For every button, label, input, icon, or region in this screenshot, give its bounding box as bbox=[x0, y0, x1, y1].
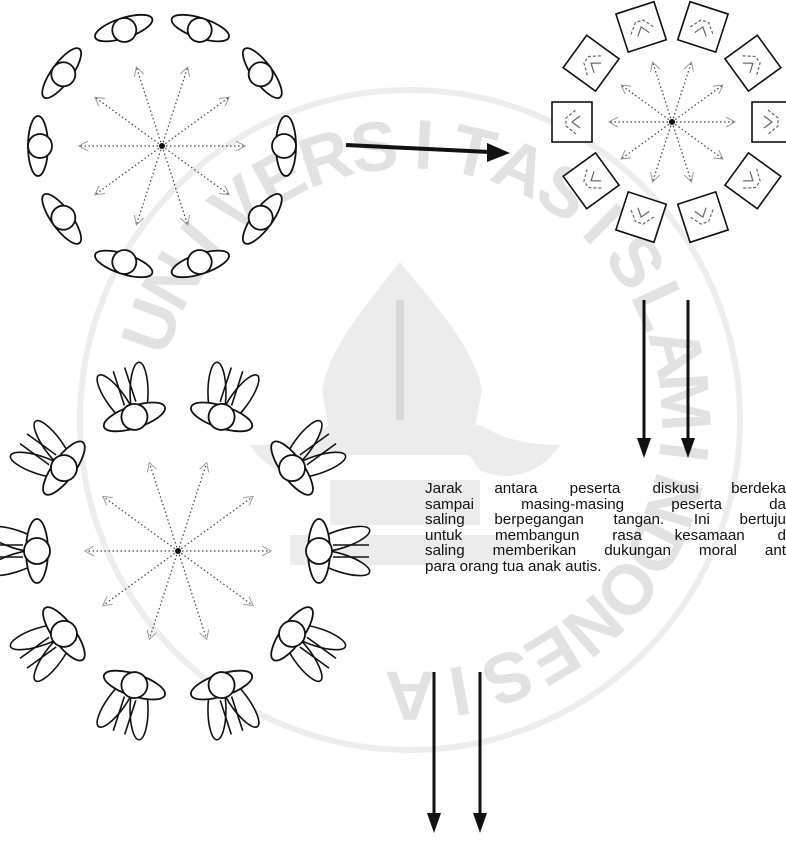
hand-holding-person-icon bbox=[88, 356, 169, 439]
caption-line: saling berpegangan tangan. Ini bertuju bbox=[425, 512, 786, 528]
svg-text:I: I bbox=[443, 651, 476, 731]
caption-paragraph: Jarak antara peserta diskusi berdeka sam… bbox=[425, 481, 786, 575]
hand-holding-person-icon bbox=[263, 600, 354, 691]
svg-text:I: I bbox=[412, 105, 435, 184]
standing-person-square-icon bbox=[552, 102, 592, 142]
standing-person-square-icon bbox=[725, 35, 781, 91]
standing-person-square-icon bbox=[752, 102, 786, 142]
hand-holding-person-icon bbox=[2, 600, 93, 691]
standing-person-square-icon bbox=[725, 153, 781, 209]
hand-holding-person-icon bbox=[88, 663, 169, 746]
standing-person-square-icon bbox=[678, 2, 728, 52]
caption-line: sampai masing-masing peserta da bbox=[425, 497, 786, 513]
hand-holding-person-icon bbox=[187, 356, 268, 439]
hand-holding-person-icon bbox=[0, 519, 50, 583]
standing-person-square-icon bbox=[563, 35, 619, 91]
seated-person-icon bbox=[28, 116, 52, 176]
seated-person-icon bbox=[233, 43, 288, 106]
caption-line: Jarak antara peserta diskusi berdeka bbox=[425, 481, 786, 497]
seated-person-icon bbox=[167, 9, 231, 50]
seated-person-icon bbox=[36, 43, 91, 106]
caption-line: untuk membangun rasa kesamaan d bbox=[425, 528, 786, 544]
hand-holding-circle bbox=[0, 356, 372, 745]
caption-line: para orang tua anak autis. bbox=[425, 559, 786, 575]
standing-circle bbox=[552, 2, 786, 243]
seated-person-icon bbox=[92, 9, 156, 50]
svg-text:A: A bbox=[385, 657, 436, 735]
caption-line: saling memberikan dukungan moral ant bbox=[425, 543, 786, 559]
standing-person-square-icon bbox=[616, 2, 666, 52]
svg-text:M: M bbox=[644, 370, 726, 433]
seated-person-icon bbox=[36, 186, 91, 249]
